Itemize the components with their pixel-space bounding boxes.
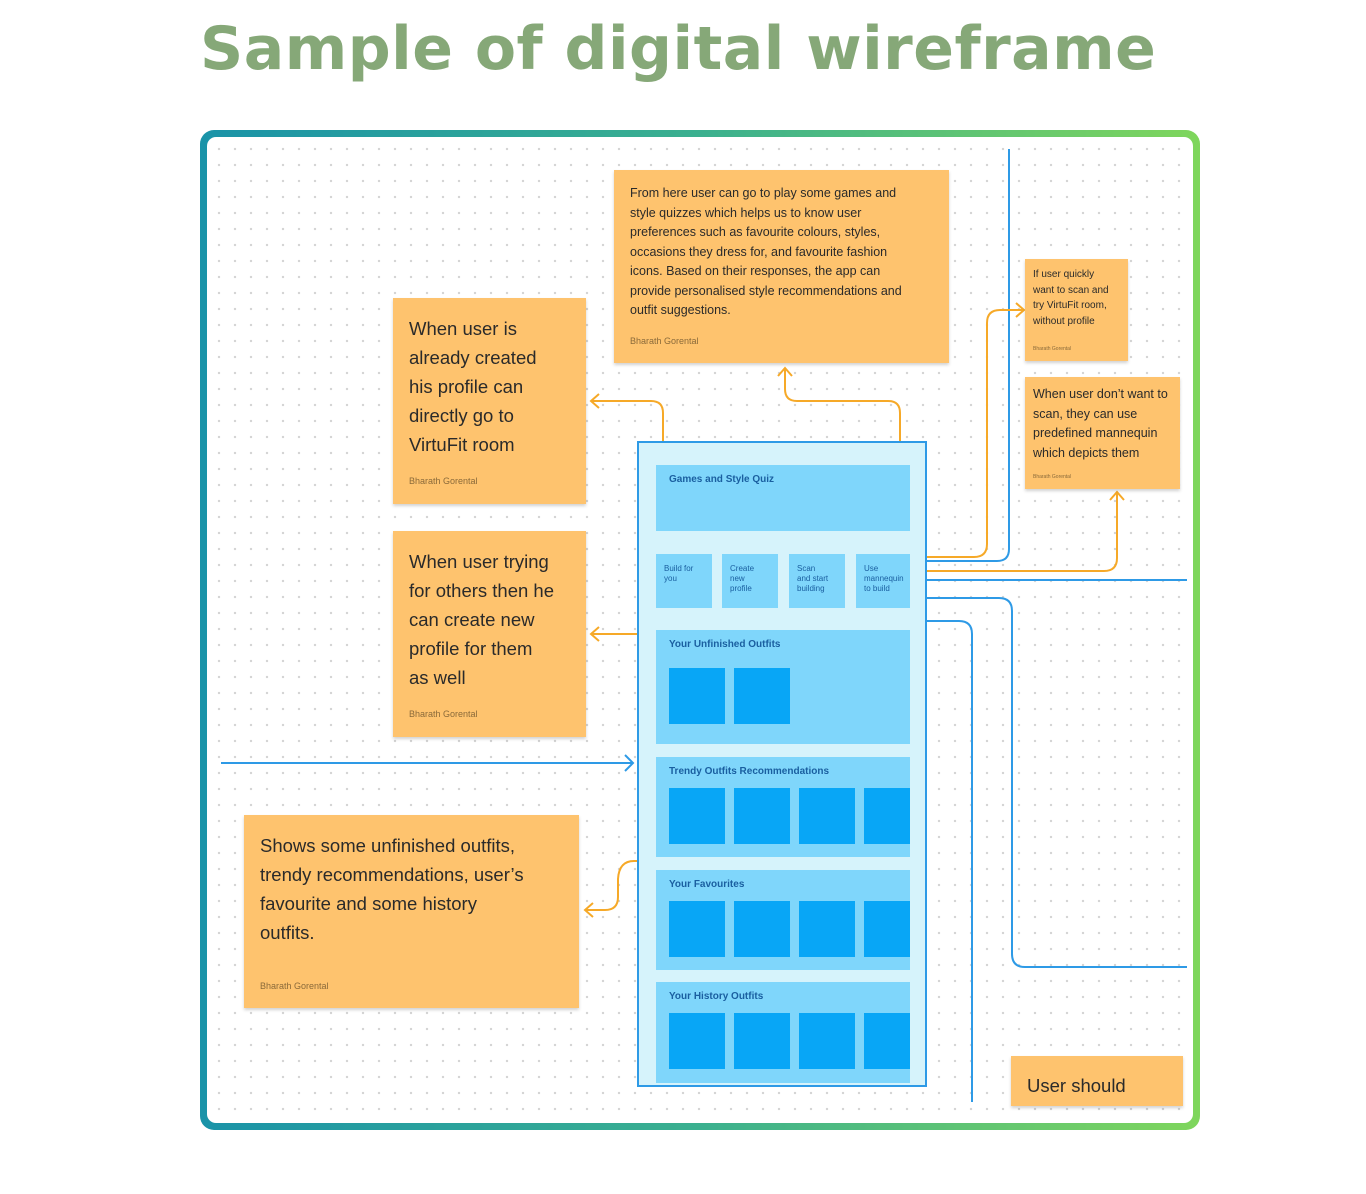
note-author: Bharath Gorental (1033, 346, 1072, 352)
orange-arrowhead-outfits (583, 902, 594, 918)
outfit-thumbnail[interactable] (734, 901, 790, 957)
note-text: When user trying for others then he can … (409, 551, 555, 688)
orange-connector-scan (834, 309, 1023, 558)
outfit-thumbnail[interactable] (669, 668, 725, 724)
note-text: User should scan (1027, 1075, 1126, 1106)
history-outfits-section: Your History Outfits (656, 982, 910, 1083)
outfit-thumbnail[interactable] (864, 788, 910, 844)
favourites-label: Your Favourites (669, 879, 745, 890)
games-quiz-card[interactable]: Games and Style Quiz (656, 465, 910, 531)
note-text: When user is already created his profile… (409, 318, 537, 455)
outfit-thumbnail[interactable] (799, 1013, 855, 1069)
orange-connector-quiz (784, 369, 901, 473)
use-mannequin-label: Use mannequin to build (864, 564, 904, 593)
trendy-outfits-section: Trendy Outfits Recommendations (656, 757, 910, 857)
note-text: When user don’t want to scan, they can u… (1033, 387, 1168, 460)
scan-and-build-label: Scan and start building (797, 564, 829, 593)
trendy-outfits-label: Trendy Outfits Recommendations (669, 766, 830, 777)
outfit-thumbnail[interactable] (669, 901, 725, 957)
phone-wireframe: Games and Style Quiz Build for you Creat… (637, 441, 927, 1087)
scan-and-build-button[interactable]: Scan and start building (789, 554, 845, 608)
sticky-note-others-profile[interactable]: When user trying for others then he can … (393, 531, 586, 737)
orange-arrowhead-mannequin (1109, 490, 1125, 501)
orange-connector-mannequin (901, 493, 1118, 572)
blue-connector-loop (837, 597, 1187, 968)
history-outfits-label: Your History Outfits (669, 991, 764, 1002)
note-author: Bharath Gorental (409, 476, 478, 486)
blue-entry-arrowhead (624, 754, 635, 772)
create-new-profile-label: Create new profile (730, 564, 755, 593)
wireframe-frame: From here user can go to play some games… (200, 130, 1200, 1130)
note-text: If user quickly want to scan and try Vir… (1033, 269, 1109, 327)
sticky-note-games-quiz[interactable]: From here user can go to play some games… (614, 170, 949, 363)
outfit-thumbnail[interactable] (734, 1013, 790, 1069)
unfinished-outfits-label: Your Unfinished Outfits (669, 639, 781, 650)
outfit-thumbnail[interactable] (669, 1013, 725, 1069)
sticky-note-shows-outfits[interactable]: Shows some unfinished outfits, trendy re… (244, 815, 579, 1008)
orange-arrowhead-quiz (777, 366, 793, 377)
outfit-thumbnail[interactable] (864, 901, 910, 957)
whiteboard-canvas: From here user can go to play some games… (207, 137, 1193, 1123)
note-author: Bharath Gorental (260, 981, 329, 991)
orange-arrowhead-profile (589, 393, 600, 409)
outfit-thumbnail[interactable] (669, 788, 725, 844)
favourites-section: Your Favourites (656, 870, 910, 970)
page-title: Sample of digital wireframe (200, 14, 1157, 84)
outfit-thumbnail[interactable] (734, 788, 790, 844)
games-quiz-label: Games and Style Quiz (669, 474, 775, 485)
sticky-note-quick-scan[interactable]: If user quickly want to scan and try Vir… (1025, 259, 1128, 361)
orange-connector-outfits (586, 860, 647, 911)
note-text: From here user can go to play some games… (630, 186, 902, 317)
build-for-you-label: Build for you (664, 564, 694, 583)
create-new-profile-button[interactable]: Create new profile (722, 554, 778, 608)
note-author: Bharath Gorental (1033, 474, 1072, 480)
orange-connector-profile (592, 400, 664, 562)
outfit-thumbnail[interactable] (864, 1013, 910, 1069)
build-for-you-button[interactable]: Build for you (656, 554, 712, 608)
outfit-thumbnail[interactable] (734, 668, 790, 724)
note-author: Bharath Gorental (630, 336, 699, 346)
outfit-thumbnail[interactable] (799, 788, 855, 844)
sticky-note-scan[interactable]: User should scan (1011, 1056, 1183, 1106)
use-mannequin-button[interactable]: Use mannequin to build (856, 554, 910, 608)
outfit-thumbnail[interactable] (799, 901, 855, 957)
sticky-note-mannequin[interactable]: When user don’t want to scan, they can u… (1025, 377, 1180, 489)
note-text: Shows some unfinished outfits, trendy re… (260, 835, 524, 943)
note-author: Bharath Gorental (409, 709, 478, 719)
blue-connector-top (772, 149, 1010, 562)
orange-arrowhead-scan (1015, 302, 1026, 318)
orange-arrowhead-others (589, 626, 600, 642)
unfinished-outfits-section: Your Unfinished Outfits (656, 630, 910, 744)
sticky-note-profile-created[interactable]: When user is already created his profile… (393, 298, 586, 504)
